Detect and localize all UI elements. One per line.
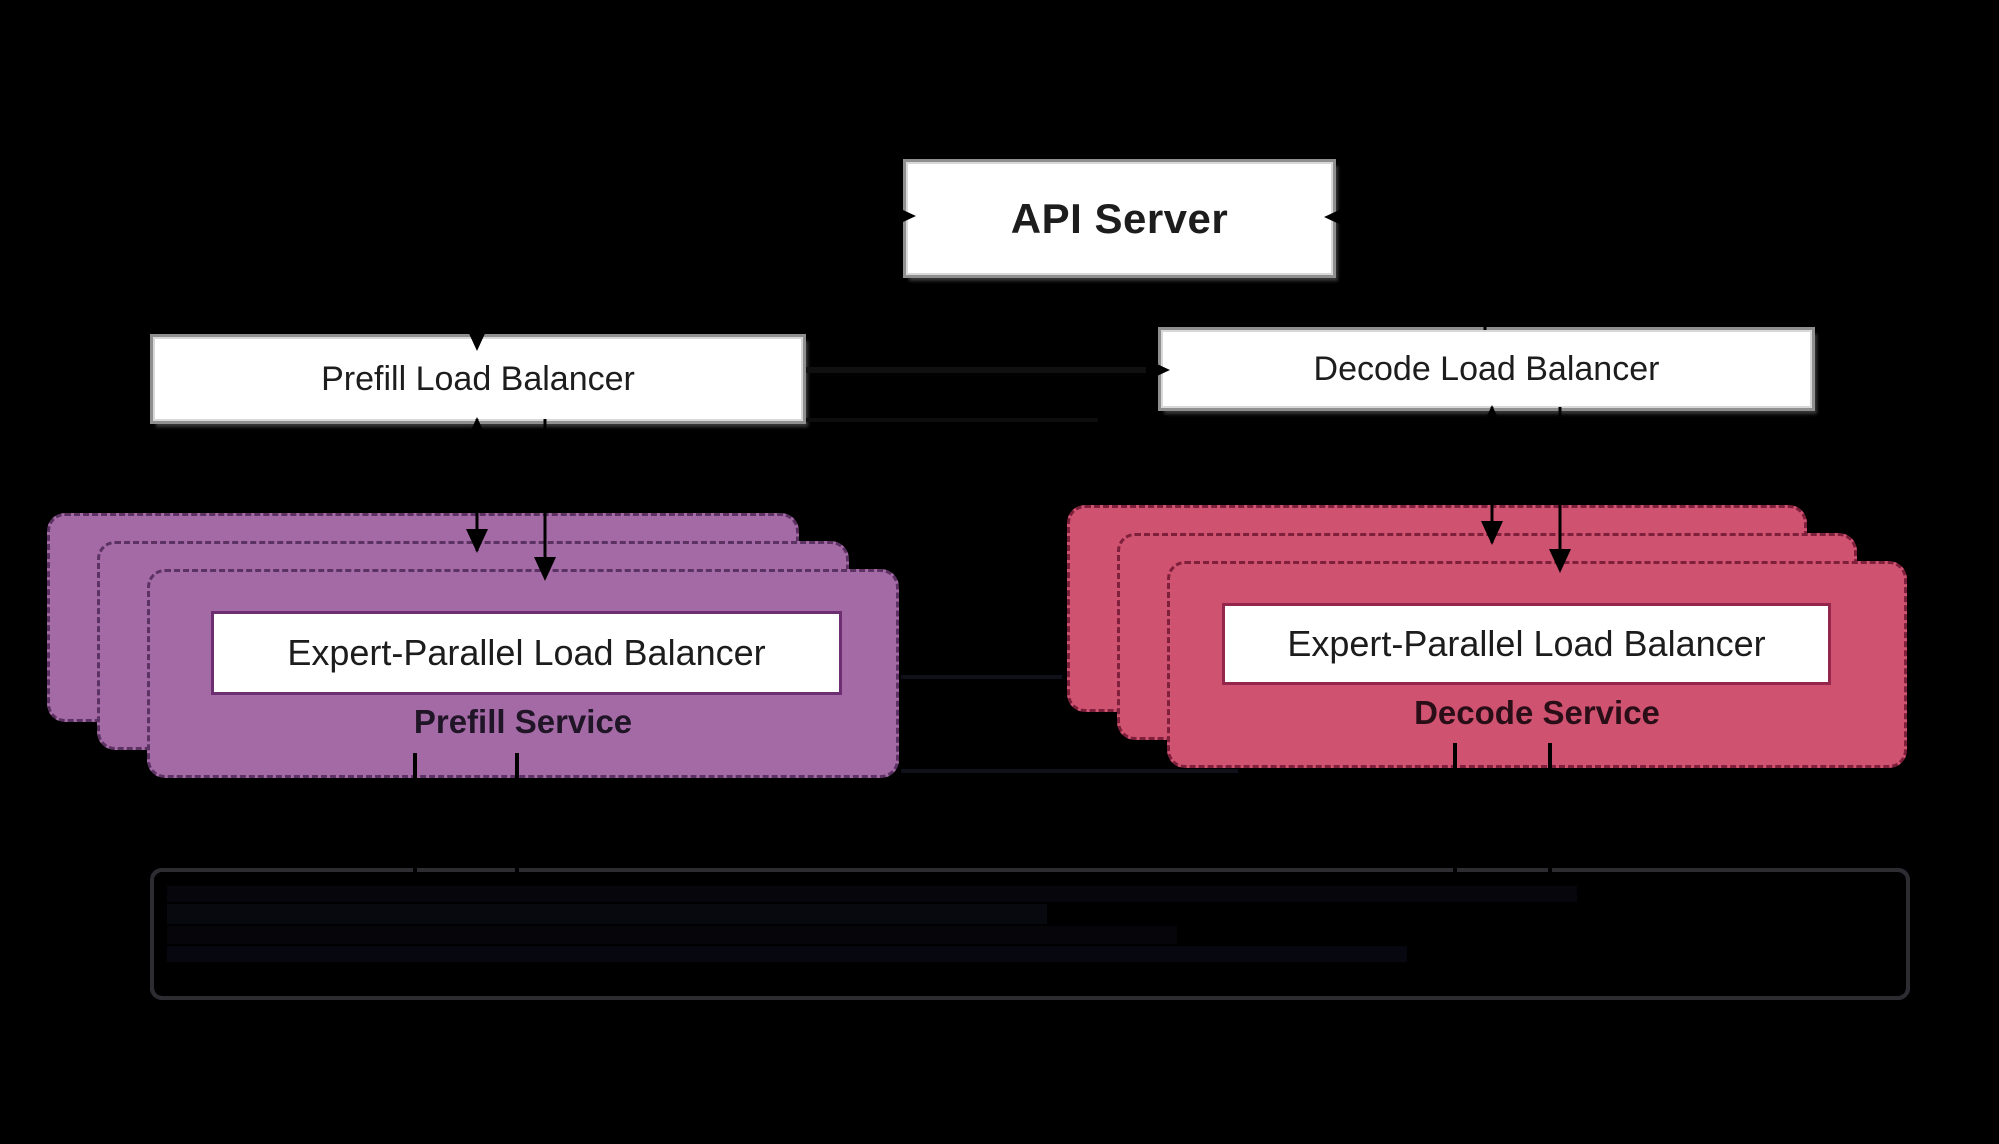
prefill-service-label: Prefill Service	[413, 703, 633, 740]
pool-content-artifact	[167, 904, 1047, 924]
pool-content-artifact	[167, 886, 1577, 902]
pool-content-artifact	[167, 946, 1407, 962]
decode-expert-parallel-lb-box: Expert-Parallel Load Balancer	[1222, 603, 1831, 685]
prefill-load-balancer-node: Prefill Load Balancer	[153, 337, 803, 421]
decode-expert-parallel-lb-label: Expert-Parallel Load Balancer	[1287, 623, 1766, 664]
api-server-node: API Server	[906, 162, 1333, 275]
prefill-replica-card-front: Expert-Parallel Load Balancer Prefill Se…	[147, 569, 899, 778]
decode-load-balancer-label: Decode Load Balancer	[1313, 349, 1660, 388]
arrow-up-icon	[1481, 405, 1503, 429]
decode-service-label: Decode Service	[1414, 694, 1660, 731]
pool-content-artifact	[167, 926, 1177, 944]
api-server-label: API Server	[1010, 194, 1229, 242]
api-prefill-connector	[466, 205, 916, 351]
prefill-decode-connector	[806, 359, 1170, 381]
decode-replica-card-front: Expert-Parallel Load Balancer Decode Ser…	[1167, 561, 1907, 768]
prefill-expert-parallel-lb-label: Expert-Parallel Load Balancer	[287, 632, 766, 673]
decode-api-connector	[1324, 206, 1487, 330]
decode-load-balancer-node: Decode Load Balancer	[1161, 330, 1812, 408]
prefill-expert-parallel-lb-box: Expert-Parallel Load Balancer	[211, 611, 842, 695]
prefill-load-balancer-label: Prefill Load Balancer	[321, 359, 635, 398]
resource-pool-box	[150, 868, 1910, 1000]
